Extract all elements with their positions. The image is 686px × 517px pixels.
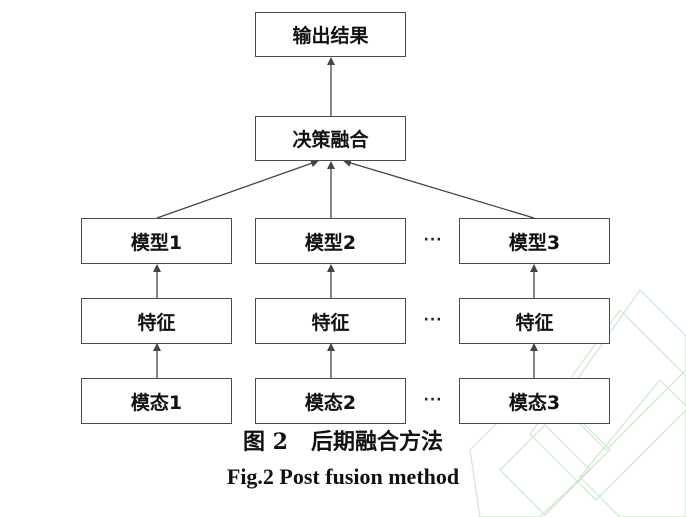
modality-label-2: 模态2 bbox=[304, 391, 357, 414]
decision-fusion-box: 决策融合 bbox=[255, 116, 406, 161]
model-label-3: 模型3 bbox=[508, 231, 561, 254]
feature-box-3: 特征 bbox=[459, 298, 610, 344]
modality-box-3: 模态3 bbox=[459, 378, 610, 424]
model-label-2: 模型2 bbox=[304, 231, 357, 254]
ellipsis-models: ··· bbox=[423, 232, 443, 248]
feature-label-2: 特征 bbox=[311, 311, 350, 334]
figure-caption-english: Fig.2 Post fusion method bbox=[226, 464, 460, 489]
modality-box-1: 模态1 bbox=[81, 378, 232, 424]
modality-label-3: 模态3 bbox=[508, 391, 561, 414]
arrow-model3-to-decision bbox=[343, 159, 535, 219]
feature-box-2: 特征 bbox=[255, 298, 406, 344]
model-box-1: 模型1 bbox=[81, 218, 232, 264]
feature-label-1: 特征 bbox=[137, 311, 176, 334]
model-label-1: 模型1 bbox=[130, 231, 183, 254]
output-label: 输出结果 bbox=[292, 25, 369, 47]
ellipsis-features: ··· bbox=[423, 312, 443, 328]
model-box-2: 模型2 bbox=[255, 218, 406, 264]
decision-fusion-label: 决策融合 bbox=[292, 129, 369, 151]
modality-label-1: 模态1 bbox=[130, 391, 183, 414]
model-box-3: 模型3 bbox=[459, 218, 610, 264]
output-box: 输出结果 bbox=[255, 12, 406, 57]
arrow-model1-to-decision bbox=[156, 159, 319, 219]
ellipsis-modalities: ··· bbox=[423, 392, 443, 408]
feature-label-3: 特征 bbox=[515, 311, 554, 334]
modality-box-2: 模态2 bbox=[255, 378, 406, 424]
feature-box-1: 特征 bbox=[81, 298, 232, 344]
figure-caption-chinese: 图 2 后期融合方法 bbox=[243, 429, 443, 455]
